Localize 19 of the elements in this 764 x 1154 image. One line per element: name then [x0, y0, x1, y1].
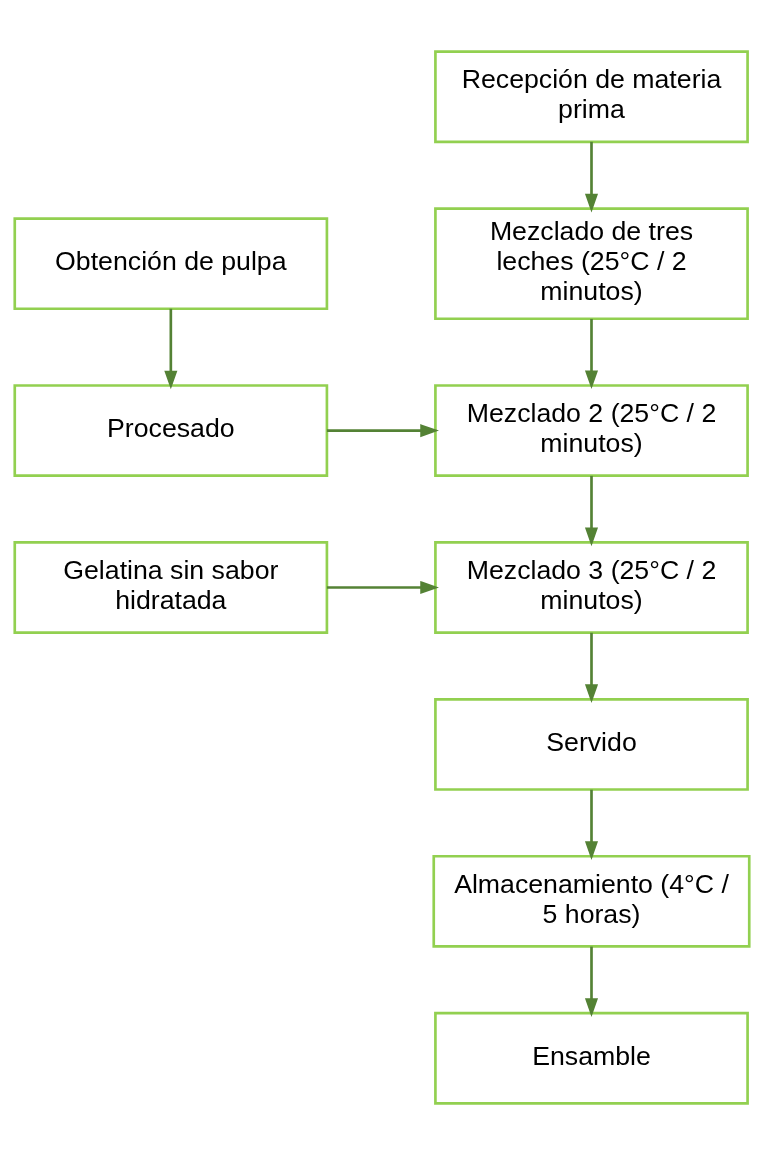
arrow — [584, 318, 599, 389]
node-box: Mezclado de tres leches (25°C / 2 minutos) — [434, 206, 749, 320]
node-box: Mezclado 3 (25°C / 2 minutos) — [434, 540, 749, 634]
node-box: Recepción de materia prima — [434, 49, 749, 143]
arrow — [326, 423, 439, 437]
node-box: Ensamble — [434, 1011, 749, 1105]
arrow — [584, 632, 599, 703]
node-box: Gelatina sin sabor hidratada — [13, 540, 329, 634]
node-box: Mezclado 2 (25°C / 2 minutos) — [434, 383, 749, 477]
arrow — [584, 789, 599, 860]
node-box: Almacenamiento (4°C / 5 horas) — [432, 854, 751, 948]
node-box: Procesado — [13, 383, 329, 477]
arrow — [584, 946, 599, 1017]
arrow — [584, 475, 599, 546]
arrow — [326, 580, 439, 594]
arrow — [584, 141, 599, 212]
node-box: Obtención de pulpa — [13, 216, 329, 310]
node-box: Servido — [434, 697, 749, 791]
arrow — [164, 308, 178, 389]
